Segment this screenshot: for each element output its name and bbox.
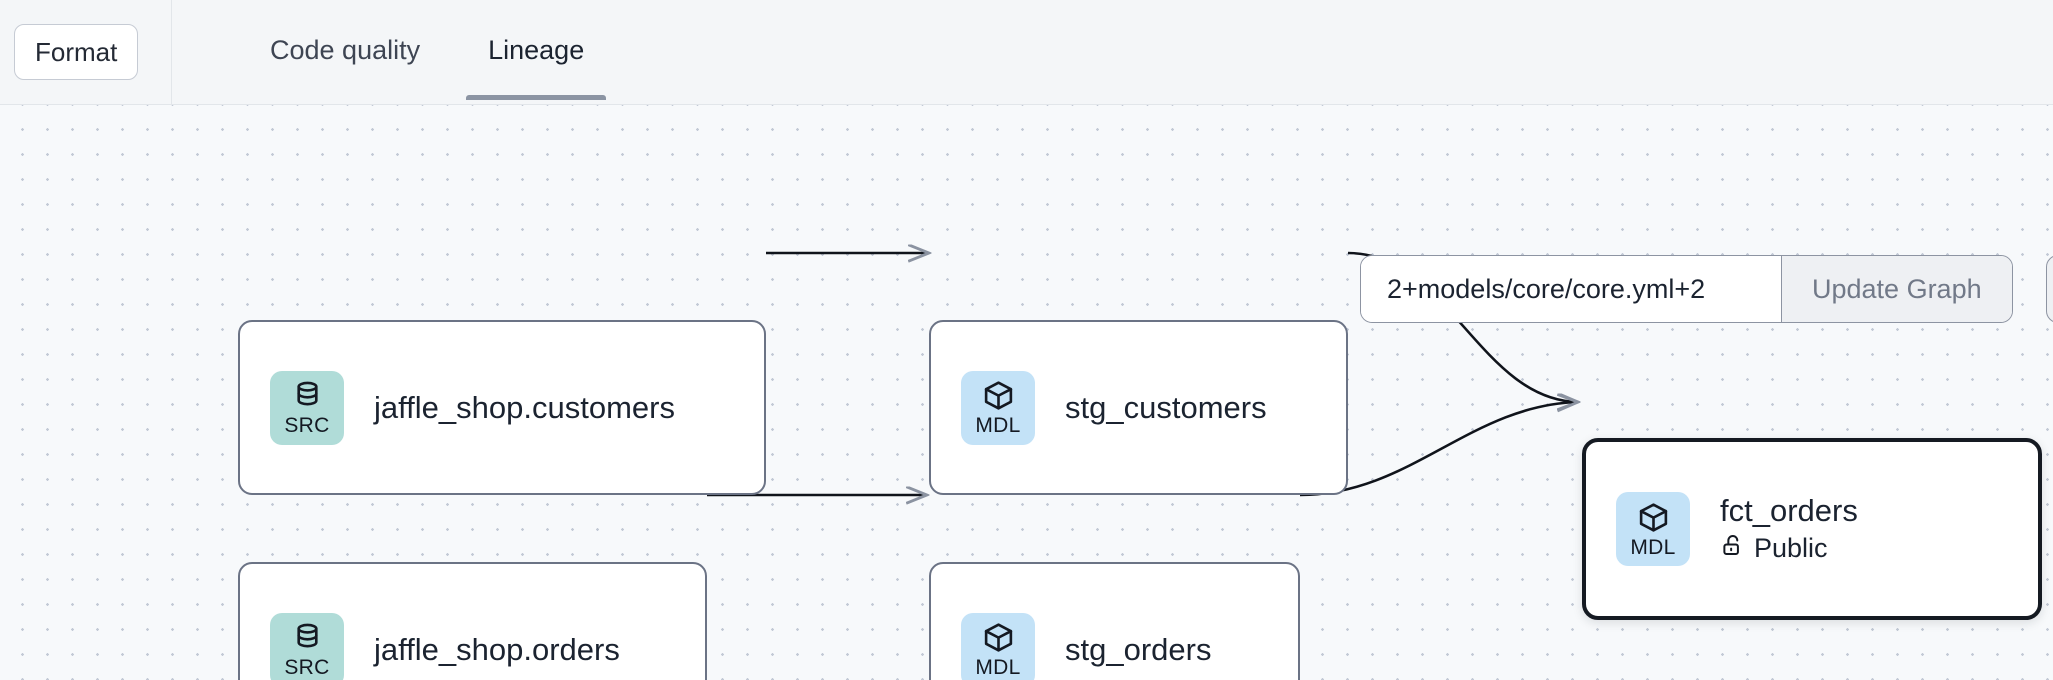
lineage-node-jaffle-shop-orders[interactable]: SRC jaffle_shop.orders bbox=[238, 562, 707, 680]
lineage-canvas[interactable]: SRC jaffle_shop.customers MDL stg_custom… bbox=[0, 105, 2053, 680]
overflow-control-button[interactable] bbox=[2046, 255, 2053, 323]
format-button[interactable]: Format bbox=[14, 23, 139, 81]
node-body: fct_orders Public bbox=[1720, 493, 1858, 565]
unlock-icon bbox=[1720, 533, 1745, 565]
badge-src: SRC bbox=[270, 370, 344, 445]
database-icon bbox=[291, 379, 324, 412]
node-body: jaffle_shop.orders bbox=[374, 632, 620, 668]
tab-lineage-label: Lineage bbox=[488, 34, 585, 65]
lineage-node-stg-orders[interactable]: MDL stg_orders bbox=[929, 562, 1300, 680]
lineage-node-stg-customers[interactable]: MDL stg_customers bbox=[929, 320, 1348, 495]
graph-selector-control: Update Graph bbox=[1360, 255, 2013, 323]
node-title: stg_orders bbox=[1065, 631, 1212, 667]
node-body: jaffle_shop.customers bbox=[374, 390, 675, 426]
database-icon bbox=[291, 621, 324, 654]
cube-icon bbox=[1637, 501, 1670, 534]
cube-icon bbox=[982, 621, 1015, 654]
node-body: stg_orders bbox=[1065, 632, 1211, 668]
node-visibility: Public bbox=[1720, 533, 1858, 565]
node-title: fct_orders bbox=[1720, 493, 1858, 529]
badge-mdl: MDL bbox=[961, 612, 1035, 680]
node-title: stg_customers bbox=[1065, 389, 1267, 425]
badge-src-label: SRC bbox=[284, 414, 330, 437]
update-graph-button[interactable]: Update Graph bbox=[1781, 256, 2012, 322]
node-title: jaffle_shop.orders bbox=[374, 631, 620, 667]
node-visibility-label: Public bbox=[1754, 533, 1828, 564]
lineage-node-jaffle-shop-customers[interactable]: SRC jaffle_shop.customers bbox=[238, 320, 766, 495]
badge-mdl-label: MDL bbox=[975, 656, 1021, 679]
format-button-zone: Format bbox=[0, 0, 172, 104]
graph-selector-input[interactable] bbox=[1361, 256, 1781, 322]
node-body: stg_customers bbox=[1065, 390, 1267, 426]
cube-icon bbox=[982, 379, 1015, 412]
tab-code-quality[interactable]: Code quality bbox=[236, 0, 454, 100]
tab-code-quality-label: Code quality bbox=[270, 34, 421, 65]
tab-bar: Code quality Lineage bbox=[172, 0, 618, 104]
badge-mdl-label: MDL bbox=[975, 414, 1021, 437]
lineage-node-fct-orders[interactable]: MDL fct_orders Public bbox=[1582, 438, 2042, 620]
tab-lineage[interactable]: Lineage bbox=[454, 0, 618, 100]
editor-toolbar: Format Code quality Lineage bbox=[0, 0, 2053, 105]
badge-mdl: MDL bbox=[961, 370, 1035, 445]
badge-src-label: SRC bbox=[284, 656, 330, 679]
badge-mdl: MDL bbox=[1616, 492, 1690, 566]
badge-src: SRC bbox=[270, 612, 344, 680]
badge-mdl-label: MDL bbox=[1630, 535, 1676, 559]
node-title: jaffle_shop.customers bbox=[374, 389, 675, 425]
